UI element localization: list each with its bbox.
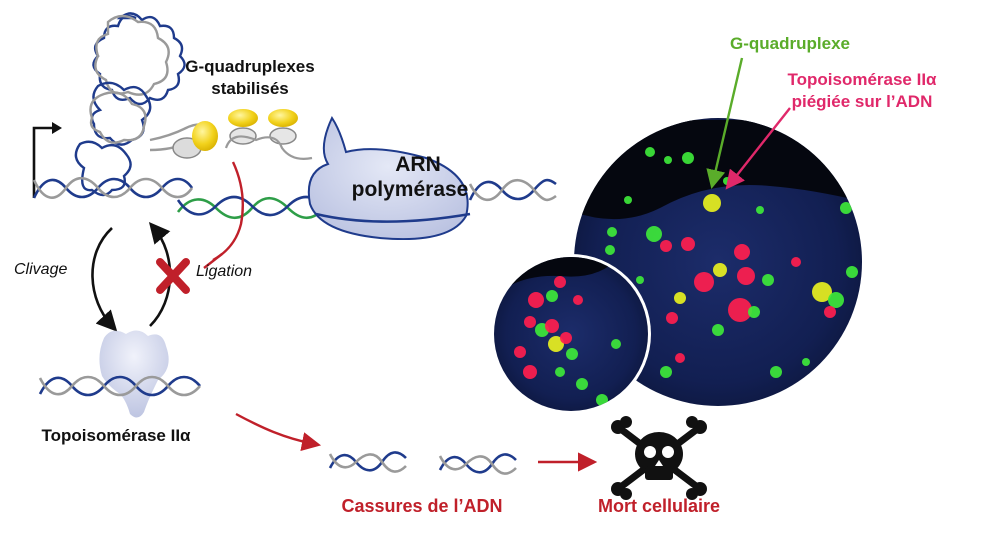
topo-focus <box>694 272 714 292</box>
g4-focus <box>546 290 558 302</box>
g4-focus <box>555 367 565 377</box>
dna-helix-right <box>315 178 557 223</box>
g4-focus <box>756 206 764 214</box>
topoisomerase <box>99 330 169 418</box>
topo-label: Topoisomérase IIα <box>41 426 191 445</box>
topo-focus <box>573 295 583 305</box>
g4-focus <box>645 147 655 157</box>
ligand-2 <box>228 109 258 127</box>
topo-focus <box>660 240 672 252</box>
rna-polymerase-label-line2: polymérase <box>352 178 469 201</box>
g4-focus <box>636 276 644 284</box>
g4-focus <box>624 196 632 204</box>
colocalized-focus <box>812 282 832 302</box>
g4-focus <box>664 156 672 164</box>
g4-focus <box>770 366 782 378</box>
g4-focus <box>762 274 774 286</box>
dna-breaks <box>328 451 517 475</box>
breaks-label: Cassures de l’ADN <box>341 496 502 516</box>
g4-focus <box>712 324 724 336</box>
g4-focus <box>607 227 617 237</box>
colocalized-focus <box>713 263 727 277</box>
g4-focus <box>828 292 844 308</box>
g4-stabilized-label-line1: G-quadruplexes <box>185 57 314 76</box>
g4-focus <box>611 339 621 349</box>
dna-helix-topo <box>38 375 201 397</box>
g4-focus <box>605 245 615 255</box>
topo-focus <box>734 244 750 260</box>
g4-focus <box>660 366 672 378</box>
topo-focus <box>737 267 755 285</box>
g4-focus <box>840 202 852 214</box>
colocalized-focus <box>548 336 564 352</box>
red-x-icon <box>156 258 190 294</box>
skull-crossbones-icon <box>611 416 707 500</box>
topo-focus <box>824 306 836 318</box>
g4-stabilized-label-line2: stabilisés <box>211 79 289 98</box>
g4-focus <box>566 348 578 360</box>
topo-focus <box>554 276 566 288</box>
g4-focus <box>646 226 662 242</box>
g4-focus <box>802 358 810 366</box>
ligand-1 <box>192 121 218 151</box>
topo-focus <box>528 292 544 308</box>
rna-polymerase: ARN polymérase <box>307 115 469 241</box>
ligation-inhibition <box>203 161 244 269</box>
dna-helix-middle <box>176 195 325 220</box>
micro-topo-label-line2: piégiée sur l’ADN <box>792 92 933 111</box>
arrow-to-breaks <box>235 412 322 452</box>
micro-topo-arrow <box>725 107 791 190</box>
topo-focus <box>524 316 536 328</box>
micro-g4-arrow <box>706 57 744 190</box>
ligand-3 <box>268 109 298 127</box>
g4-focus <box>748 306 760 318</box>
g4-focus <box>576 378 588 390</box>
g4-loops <box>74 12 209 197</box>
microscopy-small <box>491 254 651 414</box>
death-label: Mort cellulaire <box>598 496 720 516</box>
topo-focus <box>666 312 678 324</box>
topo-focus <box>681 237 695 251</box>
topo-focus <box>791 257 801 267</box>
topo-focus <box>545 319 559 333</box>
ligation-label: Ligation <box>196 263 252 280</box>
dna-helix-left <box>32 176 194 199</box>
topo-focus <box>728 298 752 322</box>
topo-focus <box>523 365 537 379</box>
topo-focus <box>675 353 685 363</box>
g4-focus <box>682 152 694 164</box>
clivage-arrow <box>91 227 118 332</box>
g4-ligand-group <box>172 109 313 160</box>
g4-focus <box>596 394 608 406</box>
topo-focus <box>560 332 572 344</box>
cycle-arrows <box>91 222 172 332</box>
colocalized-focus <box>703 194 721 212</box>
micro-topo-label-line1: Topoisomérase IIα <box>787 70 937 89</box>
colocalized-focus <box>674 292 686 304</box>
g4-focus <box>846 266 858 278</box>
clivage-label: Clivage <box>14 261 67 278</box>
promoter-arrow-icon <box>32 122 62 198</box>
rna-polymerase-label-line1: ARN <box>395 153 441 176</box>
topo-focus <box>514 346 526 358</box>
micro-g4-label: G-quadruplexe <box>730 34 850 53</box>
